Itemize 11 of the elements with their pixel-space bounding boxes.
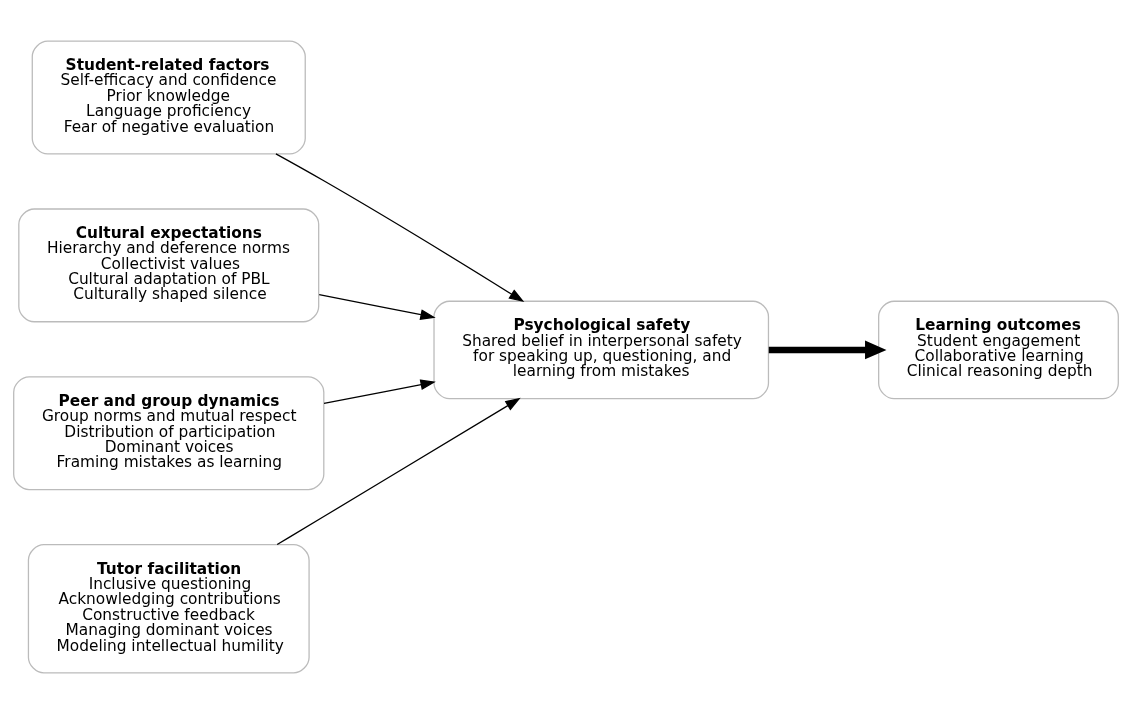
node-box: Psychological safety Shared belief in interpersonal safety for speaking up, questioning, and learning from mistakes <box>433 300 770 399</box>
arrow <box>318 293 436 320</box>
node-box: Peer and group dynamics Group norms and mutual respect Distribution of participation Dominant voices Framing mistakes as learning <box>13 375 325 490</box>
node-box: Tutor facilitation Inclusive questioning Acknowledging contributions Constructive feedback Managing dominant voices Modeling intellectual humility <box>27 543 310 673</box>
arrow <box>768 340 887 359</box>
arrow <box>276 397 521 545</box>
arrow <box>275 152 525 302</box>
node-box: Learning outcomes Student engagement Collaborative learning Clinical reasoning depth <box>878 300 1119 399</box>
node-box: Student-related factors Self-efficacy and confidence Prior knowledge Language proficiency Fear of negative evaluation <box>31 40 306 155</box>
node-box: Cultural expectations Hierarchy and deference norms Collectivist values Cultural adaptation of PBL Culturally shaped silence <box>18 207 320 322</box>
arrow <box>323 378 436 404</box>
